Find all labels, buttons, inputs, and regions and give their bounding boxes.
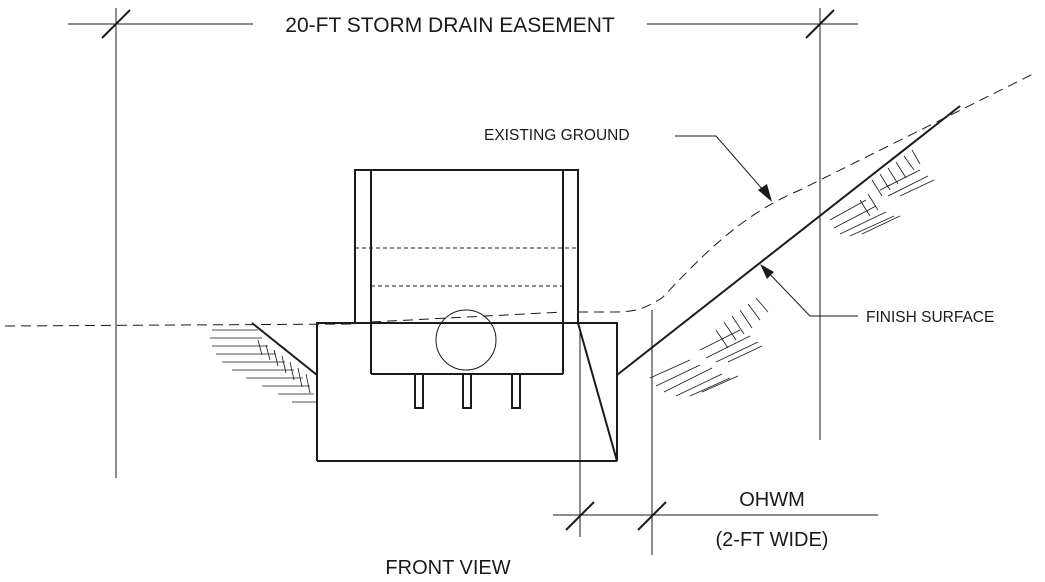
easement-dimension: 20-FT STORM DRAIN EASEMENT xyxy=(68,8,858,478)
support-leg-3 xyxy=(511,374,521,409)
soil-hatching xyxy=(210,149,935,403)
structure-wall xyxy=(354,169,579,324)
ohwm-dimension: OHWM (2-FT WIDE) xyxy=(553,310,878,555)
finish-surface-lines xyxy=(251,105,961,376)
finish-surface-callout: FINISH SURFACE xyxy=(760,264,994,326)
finish-surface-leader xyxy=(761,265,858,317)
ohwm-label: OHWM xyxy=(739,489,805,511)
finish-slope-left xyxy=(251,322,318,376)
soil-hatch-left xyxy=(210,329,316,403)
ohwm-tick-right xyxy=(637,501,667,531)
existing-ground-arrowhead xyxy=(758,184,772,202)
support-leg-1 xyxy=(414,374,424,409)
soil-hatch-upper-right xyxy=(829,149,935,237)
existing-ground-callout: EXISTING GROUND xyxy=(484,127,772,202)
finish-slope-right xyxy=(616,105,961,376)
existing-ground-label: EXISTING GROUND xyxy=(484,127,630,144)
easement-tick-left xyxy=(101,9,131,39)
view-title: FRONT VIEW xyxy=(385,557,510,579)
ohwm-tick-left xyxy=(565,501,595,531)
ohwm-width-label: (2-FT WIDE) xyxy=(716,529,829,551)
finish-surface-label: FINISH SURFACE xyxy=(866,309,994,326)
easement-label: 20-FT STORM DRAIN EASEMENT xyxy=(285,14,615,37)
existing-ground-leader xyxy=(675,135,772,200)
structure-base xyxy=(316,322,618,462)
pipe-opening xyxy=(435,309,497,371)
support-leg-2 xyxy=(462,374,472,409)
soil-hatch-lower-right xyxy=(649,297,769,397)
easement-tick-right xyxy=(805,9,835,39)
finish-surface-arrowhead xyxy=(760,264,774,279)
headwall-structure xyxy=(316,169,618,462)
existing-ground-line xyxy=(4,72,1036,327)
